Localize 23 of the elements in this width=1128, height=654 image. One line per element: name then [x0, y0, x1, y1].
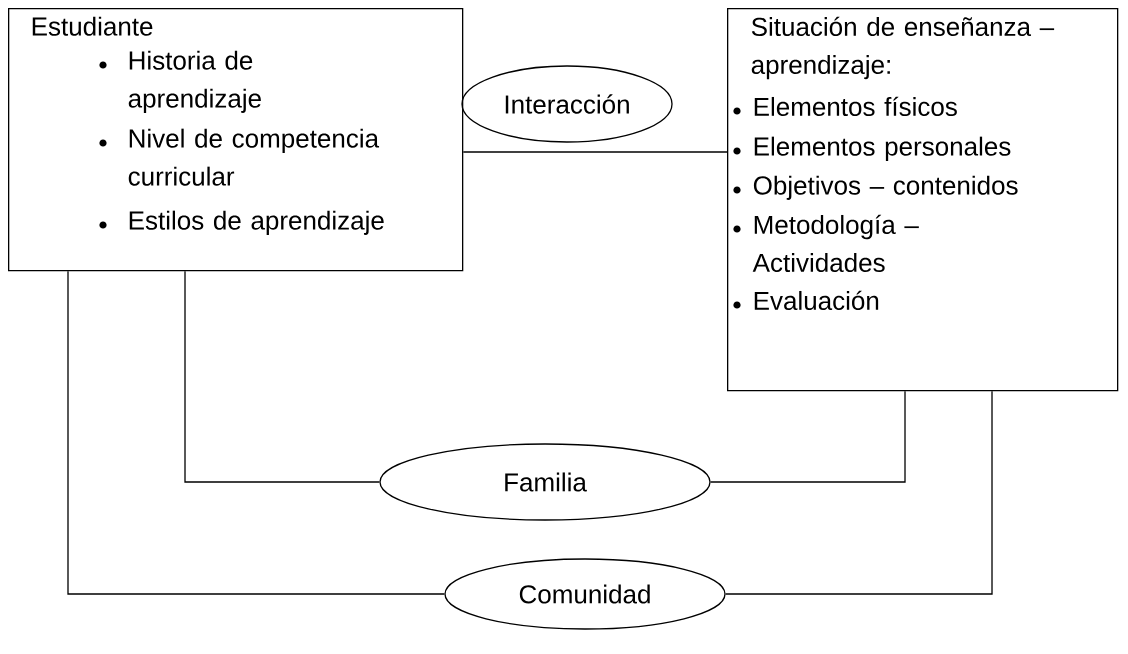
text-box [8, 8, 464, 272]
ellipse-label: Familia [505, 472, 587, 492]
list-item: Nivel de competencia curricular [128, 128, 380, 186]
connector-line [184, 270, 380, 483]
ellipse-label: Comunidad [519, 584, 650, 604]
connector-line [710, 390, 906, 483]
connector-line [67, 270, 445, 595]
list-item: Elementos personales [754, 136, 1011, 161]
list-item: Estilos de aprendizaje [129, 210, 384, 235]
connector-line [725, 390, 993, 595]
list-item: Evaluación [754, 290, 879, 311]
ellipse [444, 558, 726, 630]
ellipse [461, 65, 673, 143]
heading: Estudiante [32, 16, 153, 36]
text-box [727, 8, 1119, 392]
ellipse [379, 443, 711, 521]
list-item: Metodología – Actividades [752, 214, 919, 273]
list-item: Elementos físicos [754, 96, 957, 117]
connector-line [462, 151, 728, 153]
list-item: Objetivos – contenidos [753, 175, 1018, 200]
heading: Situación de enseñanza – aprendizaje: [751, 16, 1055, 80]
list-item: Historia de aprendizaje [128, 50, 261, 113]
ellipse-label: Interacción [505, 94, 629, 114]
